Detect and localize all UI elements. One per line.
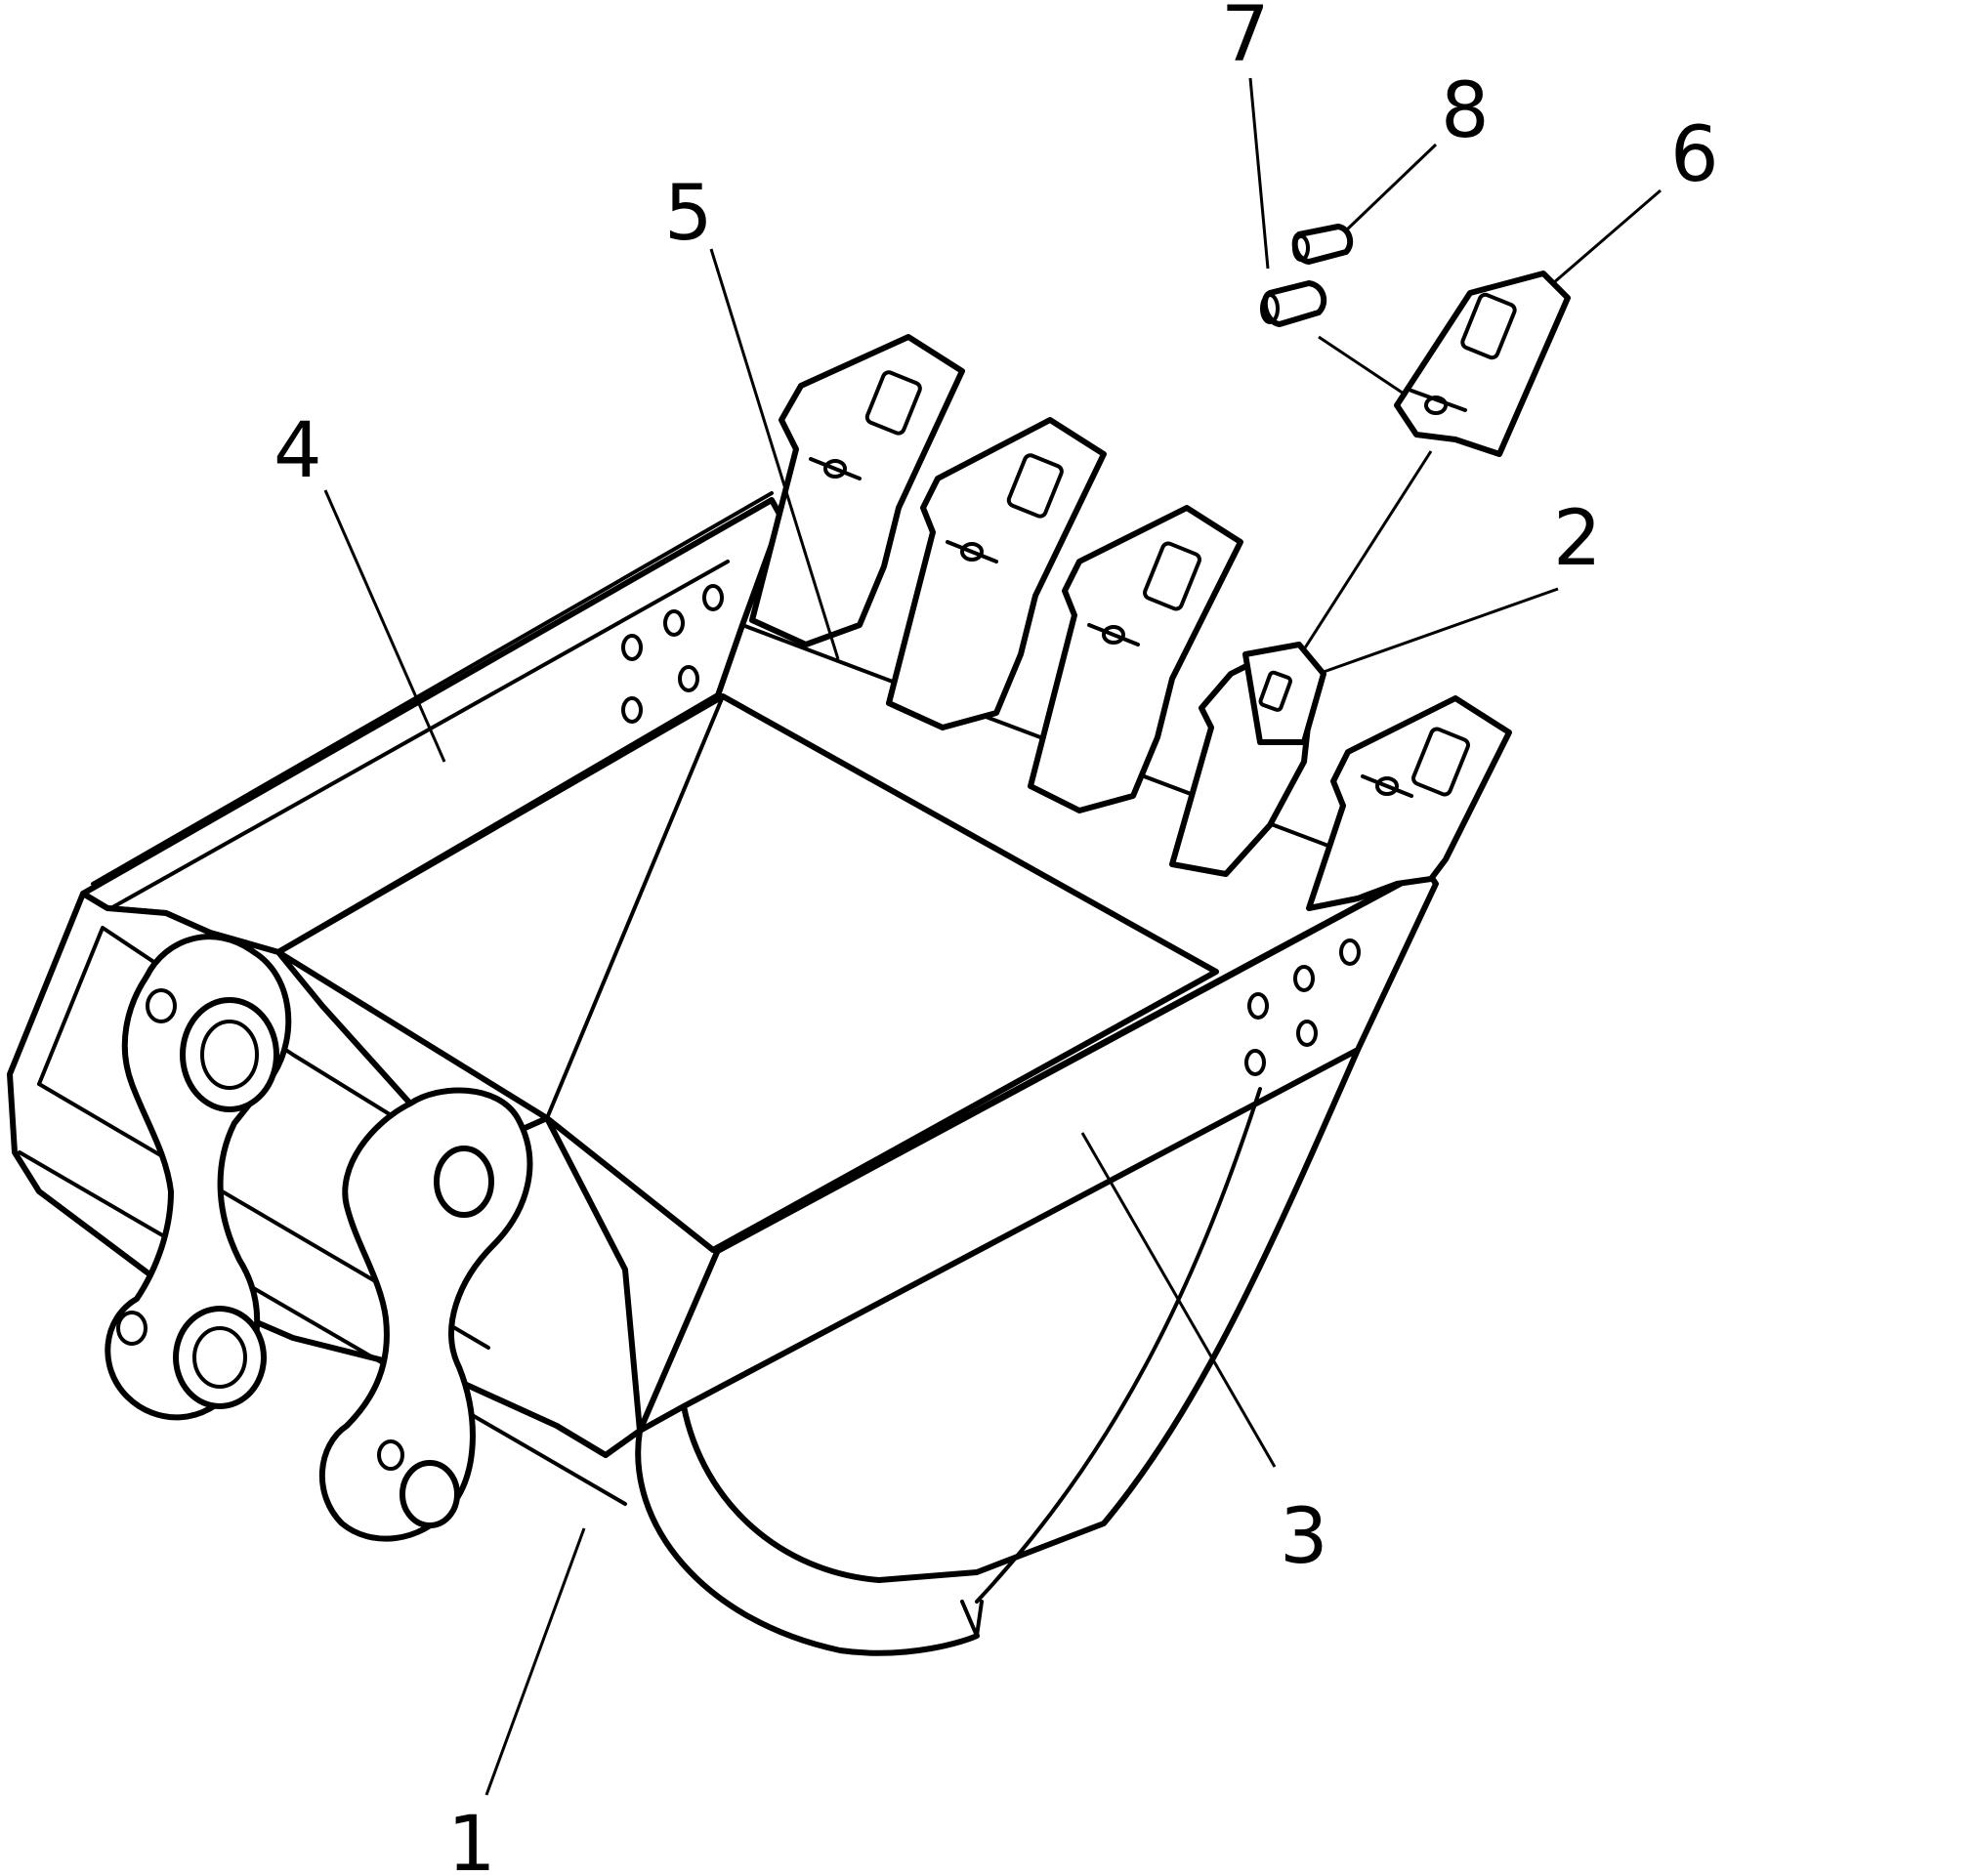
tooth-row bbox=[749, 334, 1512, 911]
linkage-bracket-right bbox=[319, 1087, 533, 1542]
tooth-3 bbox=[1028, 505, 1243, 813]
leader-7 bbox=[1248, 77, 1270, 270]
leader-6 bbox=[1552, 188, 1662, 285]
bucket-bottom-shell bbox=[681, 1047, 1361, 1583]
exploded-tooth-point bbox=[1394, 271, 1571, 457]
callout-3: 3 bbox=[1280, 1493, 1328, 1581]
linkage-bracket-left bbox=[105, 934, 292, 1421]
leader-pin-to-tooth bbox=[1318, 335, 1408, 397]
callout-8: 8 bbox=[1441, 67, 1490, 155]
leader-lines bbox=[323, 77, 1662, 1796]
leader-4 bbox=[323, 489, 446, 763]
callout-6: 6 bbox=[1670, 111, 1719, 199]
callout-5: 5 bbox=[664, 170, 713, 258]
leader-5 bbox=[709, 248, 840, 660]
callout-1: 1 bbox=[447, 1801, 496, 1876]
leader-1 bbox=[484, 1527, 586, 1796]
leader-2 bbox=[1323, 587, 1559, 674]
tooth-4-adapter bbox=[1169, 642, 1326, 877]
callout-labels: 1 2 3 4 5 6 7 8 bbox=[274, 0, 1719, 1876]
tooth-lock bbox=[1291, 224, 1354, 265]
left-plate-holes bbox=[621, 584, 724, 724]
leader-8 bbox=[1344, 143, 1438, 232]
callout-7: 7 bbox=[1221, 0, 1270, 79]
tooth-5 bbox=[1306, 695, 1512, 911]
tooth-pin bbox=[1260, 280, 1327, 327]
leader-6b bbox=[1302, 450, 1433, 650]
leader-3 bbox=[1080, 1132, 1277, 1468]
bucket-inner-wall bbox=[275, 693, 1219, 1253]
callout-2: 2 bbox=[1553, 495, 1602, 583]
right-plate-holes bbox=[1244, 938, 1361, 1076]
callout-4: 4 bbox=[274, 407, 322, 495]
tooth-1 bbox=[749, 334, 965, 647]
tooth-2 bbox=[886, 417, 1107, 730]
